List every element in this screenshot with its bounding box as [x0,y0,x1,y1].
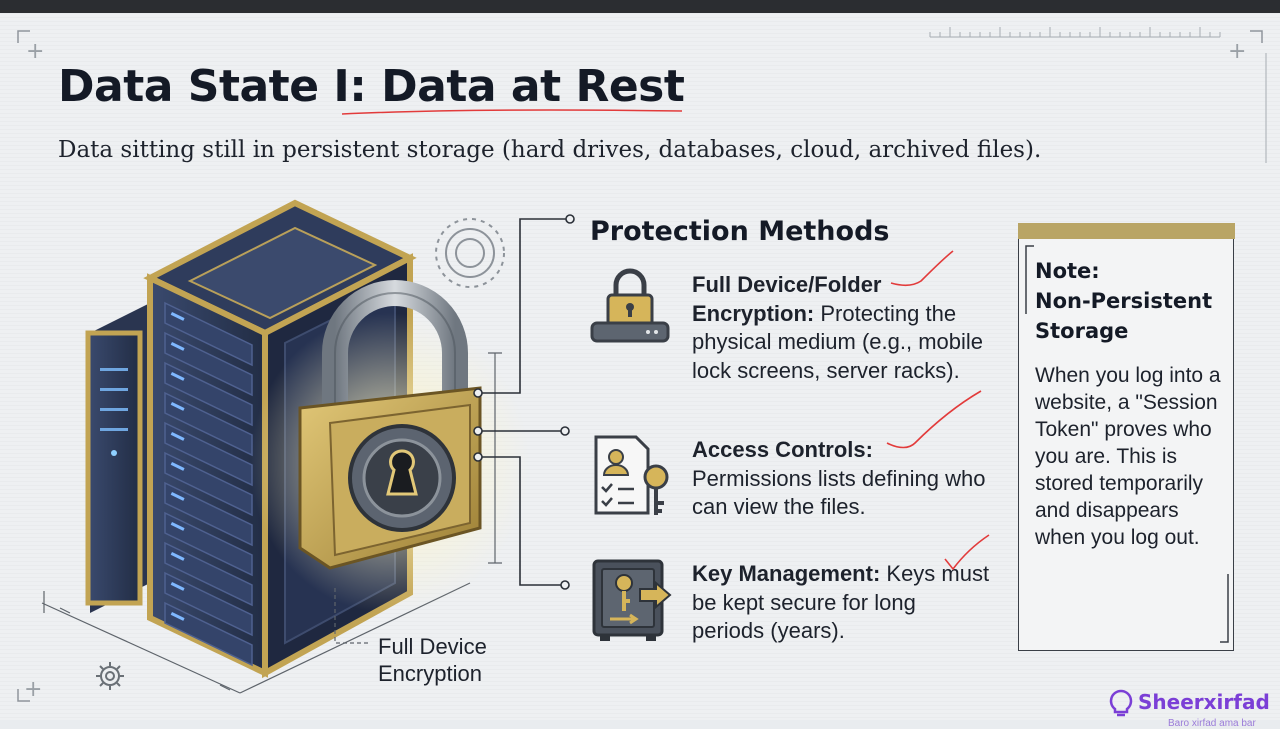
method-text: Permissions lists defining who can view … [692,465,986,520]
drive-bay [164,541,253,607]
method-heading-line: Key Management: [692,561,881,586]
method-access-controls: Access Controls: Permissions lists defin… [692,436,992,522]
drive-led [170,492,185,501]
note-body: When you log into a website, a "Session … [1035,364,1221,549]
drive-bay [164,481,253,547]
method-heading-line: Access Controls: [692,437,873,462]
corner-plus-icon: + [1228,39,1247,64]
checkmark-icon [944,534,990,571]
drive-led [170,552,185,561]
caption-line: Encryption [378,661,482,686]
slide-subtitle: Data sitting still in persistent storage… [58,137,1042,163]
brand-name: Sheerxirfad [1138,690,1270,714]
corner-plus-icon: + [26,39,45,64]
drive-led [170,401,185,411]
drive-bay [164,331,253,397]
note-card-brackets [1025,245,1229,643]
method-text: Protecting the physical medium (e.g., mo… [692,300,984,383]
safe-key-icon [592,559,672,641]
note-card: Note: Non-Persistent Storage When you lo… [1018,223,1235,651]
slide-title: Data State I: Data at Rest [58,61,685,112]
checklist-key-icon [594,435,669,515]
note-heading-line: Storage [1035,319,1129,343]
drive-led [170,612,185,621]
drive-bay [164,571,253,637]
checkmark-icon [886,390,982,449]
drive-led [170,342,185,351]
connector-lines [473,214,575,590]
note-heading-line: Note: [1035,259,1100,283]
drive-led [170,312,185,321]
caption-line: Full Device [378,634,487,659]
drive-bay [164,511,253,577]
frame-ruler-decoration [17,27,1267,702]
server-rack-padlock-illustration [41,199,530,694]
checkmark-icon [890,250,954,286]
method-key-management: Key Management: Keys must be kept secure… [692,560,992,646]
note-heading: Note: Non-Persistent Storage [1035,256,1230,346]
drive-bay [164,301,253,367]
method-heading-line: Full Device/Folder [692,272,882,297]
corner-plus-icon: + [24,677,43,702]
drive-led [170,582,185,591]
padlock-drive-icon [590,268,670,343]
illustration-caption: Full Device Encryption [378,633,487,687]
method-text: Keys must be kept secure for long period… [692,561,990,643]
lightbulb-icon [1109,689,1133,717]
method-heading-line: Encryption: [692,300,815,326]
drive-led [170,371,185,381]
window-top-bar [0,0,1280,13]
drive-bay [164,451,253,517]
drive-bay [164,601,253,667]
title-underline-annotation [341,109,683,115]
protection-methods-title: Protection Methods [590,216,890,247]
drive-bay [164,361,253,427]
note-heading-line: Non-Persistent [1035,289,1213,313]
slide: + + + Data State I: Data at Rest Data si… [0,13,1280,729]
drive-led [170,431,185,441]
check-annotations [886,250,990,571]
note-card-accent-bar [1018,223,1235,239]
drive-led [170,462,185,471]
drive-led [170,522,185,531]
